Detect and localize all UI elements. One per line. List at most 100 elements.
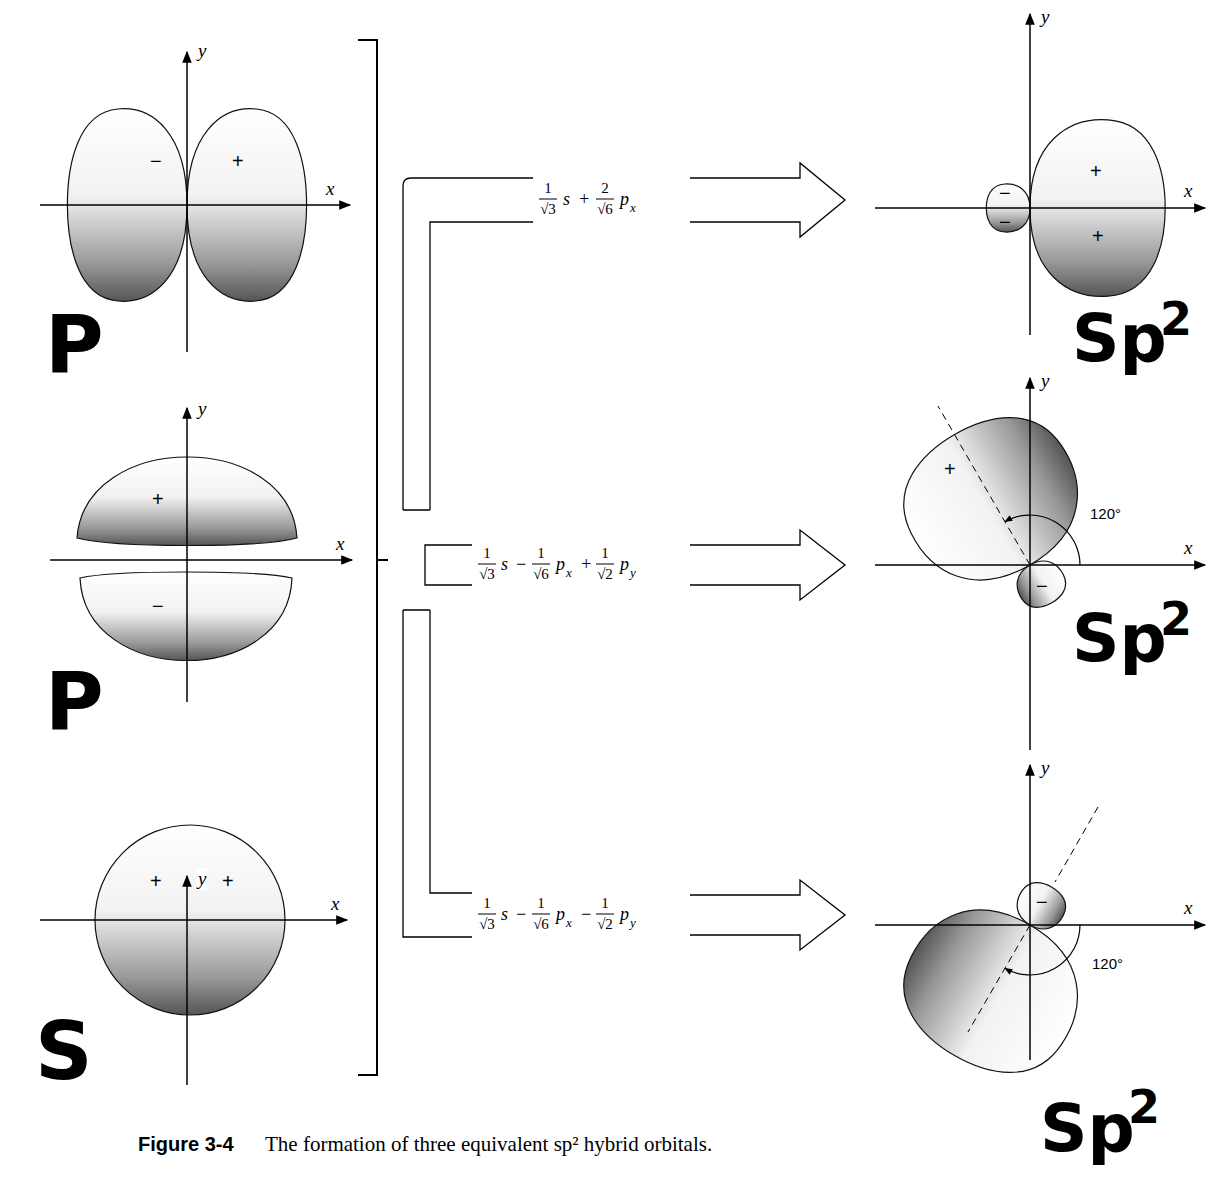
fraction-term: 1 (483, 545, 491, 562)
angle-arc (1005, 515, 1080, 565)
fraction-term: 1 (601, 545, 609, 562)
formula-term: + (580, 554, 592, 575)
formula-subscript: y (630, 565, 636, 581)
hollow-channel (403, 178, 533, 510)
formula-term: s (501, 904, 508, 925)
lobe-axis-line (968, 925, 1030, 1032)
handwritten-label: Sp (1072, 600, 1167, 677)
fraction-bar (539, 199, 557, 200)
angle-label: 120° (1092, 955, 1123, 972)
fraction-bar (532, 564, 550, 565)
fraction-bar (596, 564, 614, 565)
x-axis (875, 564, 1205, 566)
handwritten-label: P (45, 655, 104, 748)
formula-term: − (515, 554, 527, 575)
x-axis (40, 919, 347, 921)
handwritten-label: Sp (1072, 300, 1167, 377)
orbital-sign: − (150, 150, 162, 173)
orbital-sign: − (1036, 575, 1048, 598)
hybrid-lobe (879, 881, 1105, 1099)
fraction-bar (478, 914, 496, 915)
fraction-bar (532, 914, 550, 915)
formula-term: p (620, 554, 629, 575)
x-axis (50, 559, 352, 561)
orbital-sign: + (152, 488, 164, 511)
formula-term: p (556, 554, 565, 575)
axis-label: x (1183, 537, 1193, 559)
orbital-sign: + (232, 150, 244, 173)
fraction-term: √2 (597, 916, 613, 933)
x-axis (40, 204, 350, 206)
axis-label: y (1040, 370, 1050, 392)
y-axis (186, 876, 188, 1085)
fraction-term: √3 (540, 201, 556, 218)
fraction-term: 1 (537, 895, 545, 912)
formula-term: − (515, 904, 527, 925)
fraction-term: 1 (544, 180, 552, 197)
axis-label: y (1040, 757, 1050, 779)
handwritten-superscript: 2 (1128, 1080, 1160, 1134)
handwritten-superscript: 2 (1160, 592, 1192, 646)
fraction-bar (478, 564, 496, 565)
handwritten-label: S (35, 1005, 93, 1098)
handwritten-label: Sp (1040, 1090, 1135, 1167)
hollow-channel (403, 610, 472, 937)
orbital-sign: + (1092, 225, 1104, 248)
p-orbital-lobe (80, 572, 292, 661)
hollow-arrow (690, 530, 845, 600)
lobe-axis-line (1055, 807, 1098, 882)
angle-arcs (1005, 515, 1080, 975)
fraction-bars (478, 199, 614, 914)
hybrid-small-lobe (1009, 553, 1073, 615)
axis-label: x (325, 178, 335, 200)
formula-term: − (580, 904, 592, 925)
axis-label: y (197, 40, 207, 62)
axis-label: x (330, 893, 340, 915)
hybrid-lobe (879, 391, 1105, 609)
formula-term: s (563, 189, 570, 210)
formula-subscript: x (566, 915, 572, 931)
handwritten-label: P (45, 298, 104, 391)
fraction-term: 1 (601, 895, 609, 912)
axis-label: y (197, 868, 207, 890)
figure-number: Figure 3-4 (138, 1133, 234, 1156)
fraction-term: 1 (483, 895, 491, 912)
lobe-axis (938, 406, 1098, 1032)
formula-term: p (556, 904, 565, 925)
axis-label: x (1183, 180, 1193, 202)
y-axis (186, 52, 188, 352)
lobe-axis-line (938, 406, 1030, 565)
orbital-sign: + (944, 458, 956, 481)
axis-label: x (335, 533, 345, 555)
formula-term: + (578, 189, 590, 210)
orbital-lobes (67, 109, 1165, 1099)
orbital-sign: + (222, 870, 234, 893)
hybrid-small-lobe (1009, 875, 1073, 937)
y-axis (186, 408, 188, 702)
orbital-sign: − (999, 211, 1011, 234)
hollow-arrow (690, 163, 845, 237)
fraction-term: √6 (533, 566, 549, 583)
handwritten-superscript: 2 (1160, 292, 1192, 346)
fraction-bar (596, 914, 614, 915)
formula-subscript: x (566, 565, 572, 581)
hollow-arrow (690, 880, 845, 950)
orbital-sign: − (1036, 891, 1048, 914)
fraction-term: √2 (597, 566, 613, 583)
formula-subscript: y (630, 915, 636, 931)
angle-arc (1005, 925, 1080, 975)
orbital-sign: + (1090, 160, 1102, 183)
x-axis (875, 924, 1205, 926)
fraction-term: √6 (597, 201, 613, 218)
y-axis (1029, 765, 1031, 1060)
y-axis (1029, 14, 1031, 335)
formula-subscript: x (630, 200, 636, 216)
formula-term: p (620, 189, 629, 210)
axis-label: x (1183, 897, 1193, 919)
orbital-sign: − (152, 595, 164, 618)
formula-term: p (620, 904, 629, 925)
fraction-term: √6 (533, 916, 549, 933)
orbital-sign: − (999, 182, 1011, 205)
axis-label: y (197, 398, 207, 420)
